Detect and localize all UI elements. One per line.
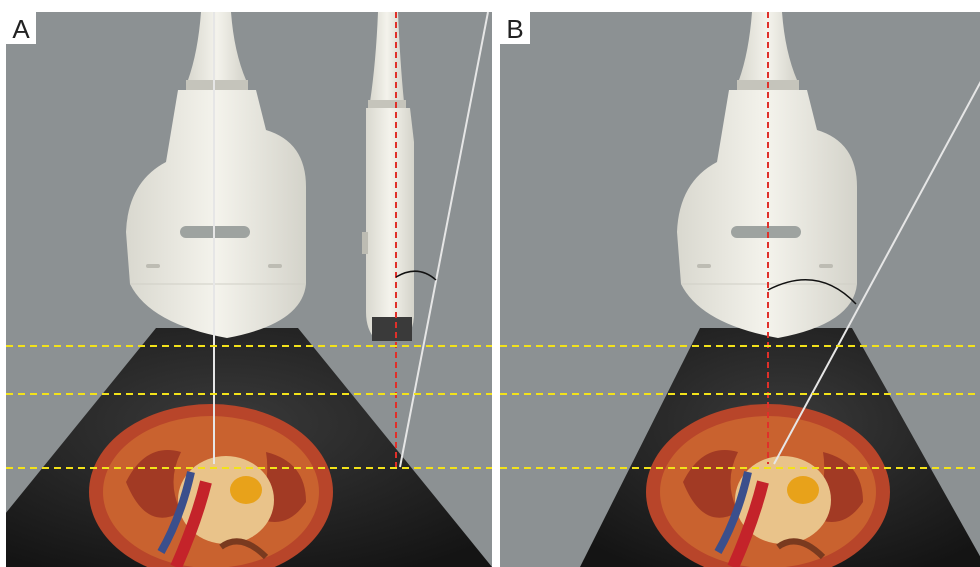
panel-b-illustration (500, 12, 980, 567)
panel-b: B (500, 12, 980, 567)
probe-side-view (362, 12, 414, 341)
panel-a-illustration (6, 12, 492, 567)
panel-a-label: A (6, 12, 36, 44)
probe-front-view (126, 12, 306, 338)
panel-b-label: B (500, 12, 530, 44)
panel-a: A (6, 12, 492, 567)
